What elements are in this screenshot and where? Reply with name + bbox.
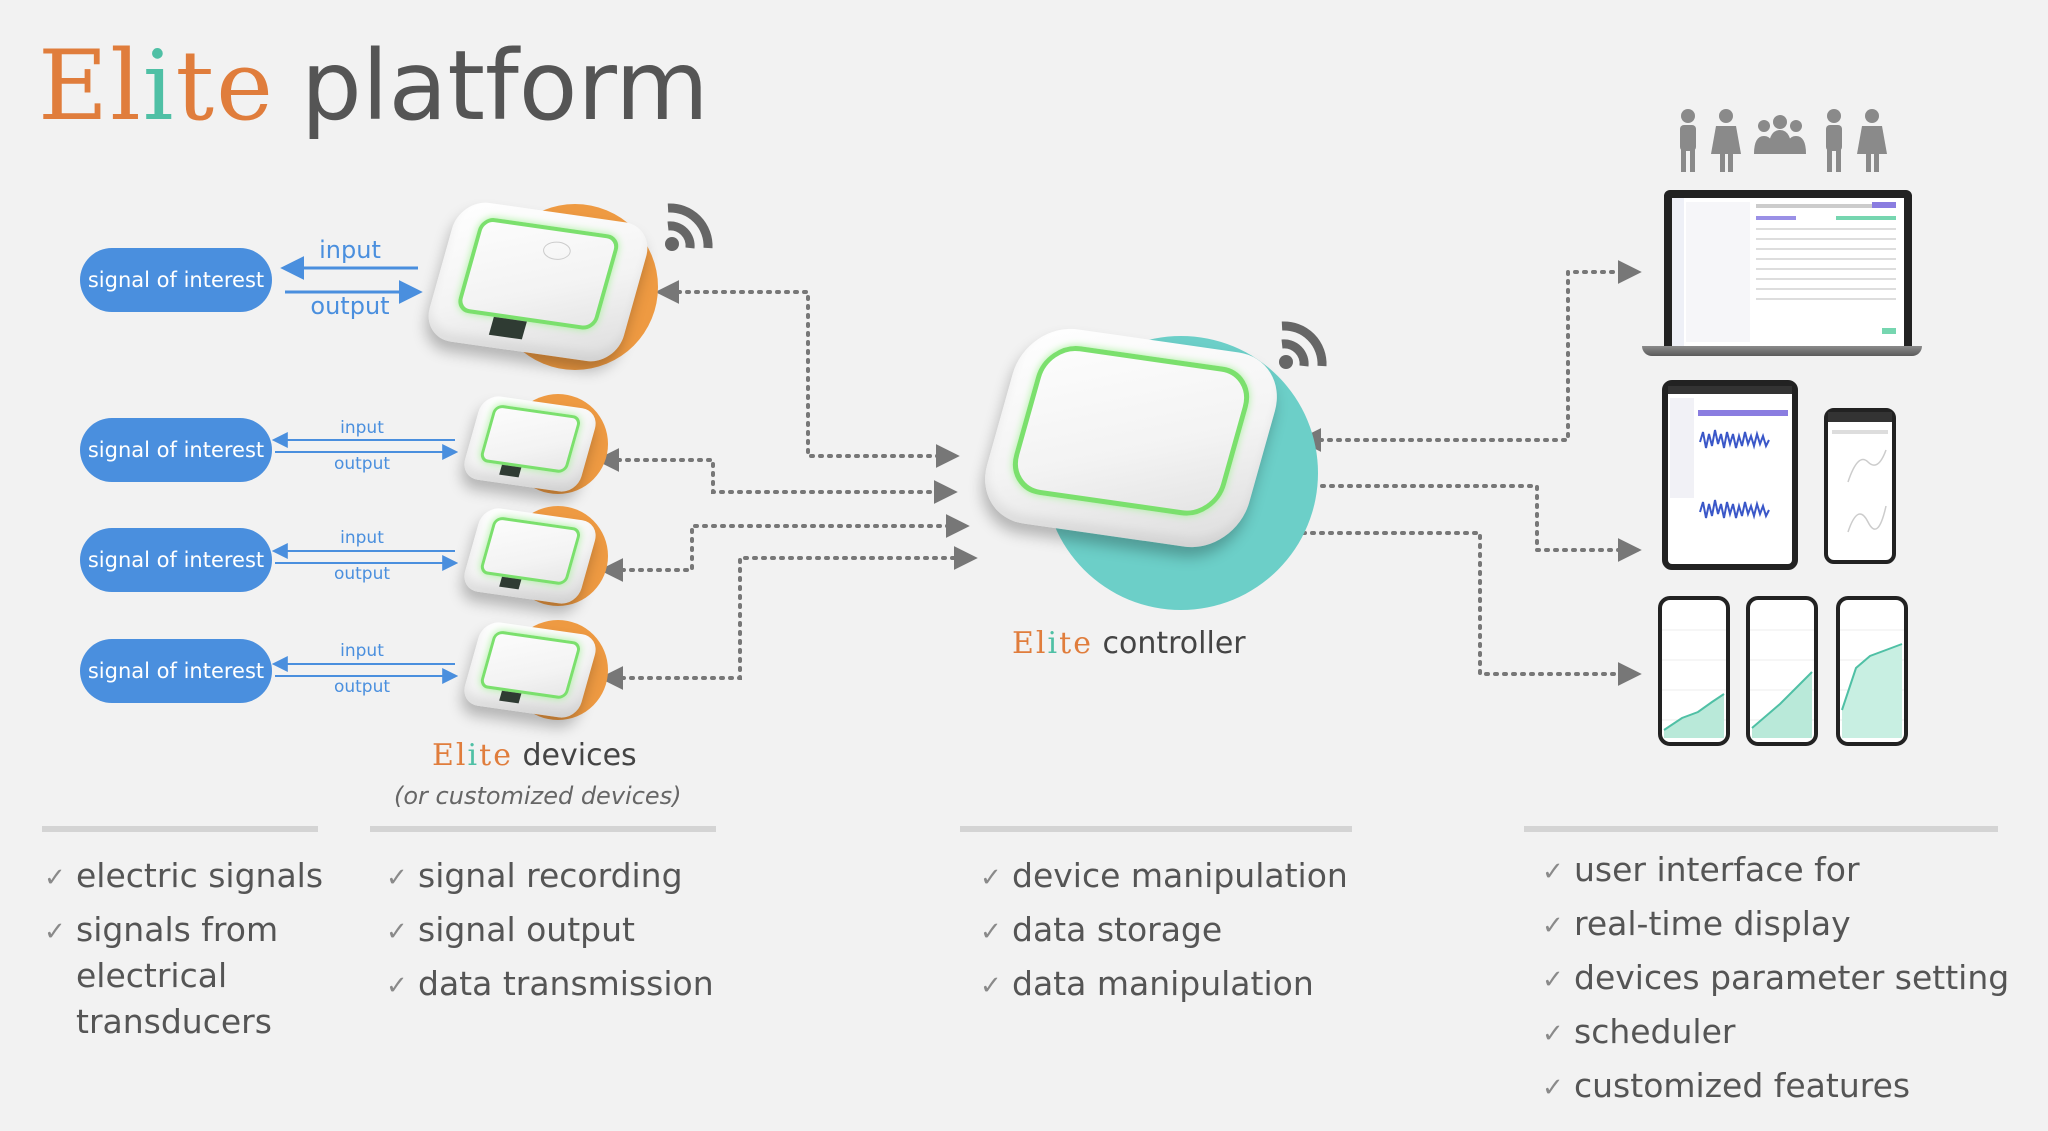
laptop-ui-thumbnail — [1672, 198, 1896, 348]
checkmark-icon: ✓ — [1542, 1073, 1564, 1103]
input-label: input — [340, 418, 384, 438]
input-label: input — [340, 528, 384, 548]
signal-pill: signal of interest — [80, 528, 272, 592]
link-device-4 — [599, 546, 978, 690]
phone-chart-thumbnail — [1840, 629, 1904, 738]
checkmark-icon: ✓ — [980, 971, 1002, 1001]
devices-label-text: devices — [522, 738, 637, 773]
feature-item: ✓signal output — [386, 904, 746, 958]
laptop-screen — [1664, 190, 1912, 356]
feature-item: ✓user interface for — [1542, 844, 2032, 898]
link-device-1 — [655, 280, 960, 468]
feature-item: ✓signals from electrical transducers — [44, 904, 334, 1045]
input-label: input — [319, 236, 381, 264]
title-brand-logo: Elite — [38, 30, 275, 142]
checkmark-icon: ✓ — [386, 917, 408, 947]
signal-pill: signal of interest — [80, 639, 272, 703]
wifi-icon — [665, 203, 713, 251]
signal-pill: signal of interest — [80, 248, 272, 312]
features-controller: ✓device manipulation ✓data storage ✓data… — [980, 850, 1380, 1012]
features-signals: ✓electric signals ✓signals from electric… — [44, 850, 334, 1045]
feature-item: ✓devices parameter setting — [1542, 952, 2032, 1006]
person-icon — [1680, 109, 1696, 172]
output-label: output — [310, 292, 390, 320]
features-devices: ✓signal recording ✓signal output ✓data t… — [386, 850, 746, 1012]
section-divider — [42, 826, 318, 832]
feature-item: ✓customized features — [1542, 1060, 2032, 1114]
checkmark-icon: ✓ — [1542, 1019, 1564, 1049]
output-label: output — [333, 677, 391, 697]
devices-sublabel: (or customized devices) — [394, 782, 682, 810]
checkmark-icon: ✓ — [1542, 911, 1564, 941]
section-divider — [1524, 826, 1998, 832]
phone-screen — [1824, 408, 1896, 564]
output-label: output — [333, 564, 391, 584]
checkmark-icon: ✓ — [980, 863, 1002, 893]
elite-device — [460, 506, 600, 606]
tablet-screen — [1662, 380, 1798, 570]
checkmark-icon: ✓ — [44, 917, 66, 947]
link-device-2 — [595, 448, 958, 504]
feature-item: ✓signal recording — [386, 850, 746, 904]
input-label: input — [340, 641, 384, 661]
elite-device — [421, 198, 655, 366]
devices-brand-logo: Elite — [432, 738, 513, 773]
link-laptop — [1297, 260, 1642, 452]
group-icon — [1754, 115, 1806, 154]
checkmark-icon: ✓ — [386, 863, 408, 893]
feature-item: ✓scheduler — [1542, 1006, 2032, 1060]
checkmark-icon: ✓ — [980, 917, 1002, 947]
link-tablets — [1281, 474, 1642, 562]
controller-brand-logo: Elite — [1012, 626, 1093, 661]
feature-item: ✓data transmission — [386, 958, 746, 1012]
phone-chart-thumbnail — [1750, 629, 1814, 738]
features-user-interface: ✓user interface for ✓real-time display ✓… — [1542, 844, 2032, 1114]
section-divider — [370, 826, 716, 832]
devices-label: Elite devices — [432, 738, 637, 773]
feature-item: ✓real-time display — [1542, 898, 2032, 952]
checkmark-icon: ✓ — [1542, 965, 1564, 995]
users-icons — [1680, 109, 1887, 172]
controller-label: Elite controller — [1012, 626, 1246, 661]
phone-screen — [1746, 596, 1818, 746]
title-text: platform — [300, 30, 709, 142]
checkmark-icon: ✓ — [1542, 857, 1564, 887]
feature-item: ✓data manipulation — [980, 958, 1380, 1012]
controller-label-text: controller — [1102, 626, 1246, 661]
phone-chart-thumbnail — [1662, 629, 1726, 738]
phone-ui-thumbnail — [1828, 412, 1892, 533]
elite-device — [460, 620, 600, 720]
wifi-icon — [1279, 321, 1327, 369]
laptop-base — [1642, 346, 1922, 356]
person-icon — [1711, 109, 1741, 172]
elite-device — [460, 394, 600, 494]
feature-item: ✓device manipulation — [980, 850, 1380, 904]
person-icon — [1826, 109, 1842, 172]
signal-pill: signal of interest — [80, 418, 272, 482]
tablet-ui-thumbnail — [1668, 386, 1792, 520]
phone-screen — [1836, 596, 1908, 746]
checkmark-icon: ✓ — [44, 863, 66, 893]
checkmark-icon: ✓ — [386, 971, 408, 1001]
output-label: output — [333, 454, 391, 474]
link-phones — [1253, 521, 1642, 686]
phone-screen — [1658, 596, 1730, 746]
feature-item: ✓electric signals — [44, 850, 334, 904]
feature-item: ✓data storage — [980, 904, 1380, 958]
section-divider — [960, 826, 1352, 832]
link-device-3 — [599, 514, 970, 582]
person-icon — [1857, 109, 1887, 172]
